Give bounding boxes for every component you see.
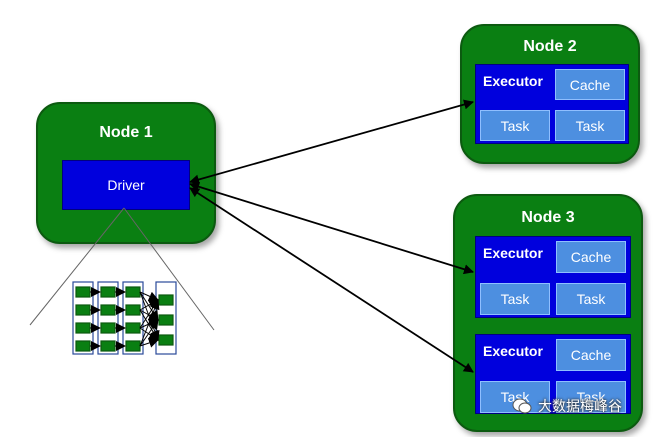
dag-stage-frame [72, 281, 94, 355]
watermark: 大数据梅峰谷 [512, 396, 622, 416]
dag-node [75, 322, 91, 334]
node-1: Node 1 Driver [36, 102, 216, 244]
dag-node [125, 322, 141, 334]
dag-node [100, 286, 116, 298]
dag-node [158, 314, 174, 326]
arrow-driver-node3-exec1 [189, 181, 474, 275]
driver-box: Driver [62, 160, 190, 210]
dag-edge [139, 291, 159, 301]
dag-node [75, 286, 91, 298]
node-2-executor: Executor Cache Task Task [475, 64, 629, 144]
dag-fan-line-left [29, 207, 125, 326]
node-3-executor-1: Executor Cache Task Task [475, 236, 631, 318]
node-2: Node 2 Executor Cache Task Task [460, 24, 640, 164]
node-3-executor-2: Executor Cache Task Task [475, 334, 631, 414]
dag-node [100, 322, 116, 334]
node-3: Node 3 Executor Cache Task Task Executor… [453, 194, 643, 432]
dag-node [75, 340, 91, 352]
arrow-driver-node2 [189, 99, 474, 185]
dag-node [75, 304, 91, 316]
dag-node [125, 304, 141, 316]
task-box: Task [480, 283, 550, 315]
node-1-title: Node 1 [99, 124, 153, 141]
node-3-title: Node 3 [521, 209, 575, 226]
executor-label: Executor [483, 73, 543, 89]
dag-node [158, 294, 174, 306]
cache-box: Cache [556, 339, 626, 371]
dag-stage-frame [122, 281, 144, 355]
dag-node [125, 286, 141, 298]
dag-edge [139, 327, 159, 341]
dag-node [125, 340, 141, 352]
watermark-text: 大数据梅峰谷 [538, 398, 622, 414]
cache-box: Cache [556, 241, 626, 273]
dag-stage-frame [97, 281, 119, 355]
dag-fan-line-right [123, 207, 215, 331]
node-2-title: Node 2 [523, 38, 577, 55]
task-box: Task [556, 381, 626, 413]
executor-label: Executor [483, 343, 543, 359]
dag-edge [139, 338, 159, 348]
dag-edge [139, 319, 159, 347]
dag-node [158, 334, 174, 346]
dag-node [100, 340, 116, 352]
task-box: Task [480, 110, 550, 141]
cache-box: Cache [555, 69, 625, 100]
executor-label: Executor [483, 245, 543, 261]
arrow-driver-node3-exec2 [189, 187, 474, 373]
dag-graph [72, 281, 177, 355]
dag-node [100, 304, 116, 316]
dag-edge [139, 309, 159, 321]
task-box: Task [555, 110, 625, 141]
task-box: Task [556, 283, 626, 315]
wechat-icon [512, 398, 532, 414]
